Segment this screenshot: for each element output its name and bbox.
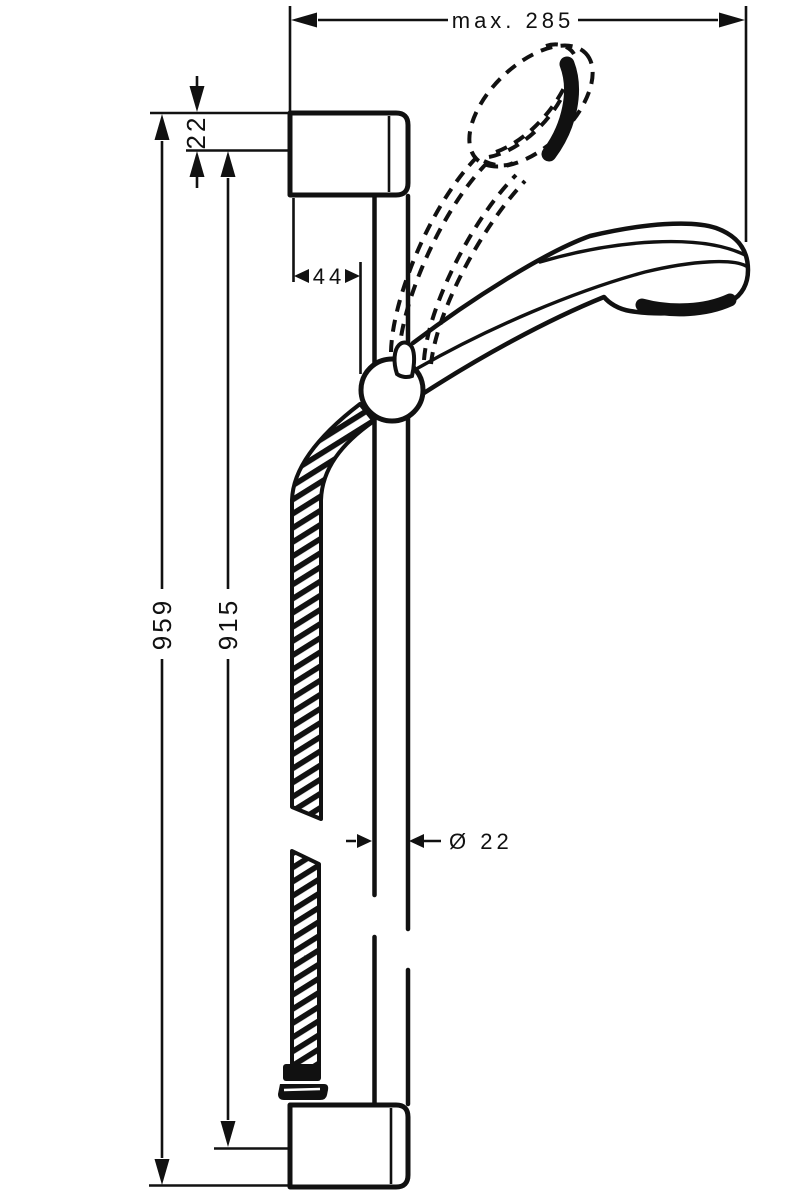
hose-connector [278,1064,329,1100]
arrow-left-icon [291,12,317,28]
extension-line [292,198,362,374]
arrow-up-icon [220,151,236,177]
hose-nut-upper [283,1064,321,1081]
hose-lower-section [290,849,321,1068]
shower-rail [372,193,411,1107]
spray-face [635,293,737,317]
shower-hose [290,402,376,1068]
wall-bracket-top [287,110,411,198]
ghost-handle-line [429,179,527,365]
hand-shower [410,221,751,396]
max-width-label: max. 285 [452,8,575,33]
arrow-left-icon [409,834,424,848]
dimension-wall-to-holder: 44 [292,198,362,374]
dimension-bar-diameter: Ø 22 [346,829,513,854]
ghost-head-stripe [495,81,569,154]
hand-shower-ghost [389,42,595,365]
arrow-right-icon [719,12,745,28]
arrow-left-icon [294,269,309,283]
dimension-top-offset: 22 [150,76,291,188]
arrow-up-icon [189,151,205,177]
wall-to-holder-label: 44 [313,264,345,289]
bar-diameter-label: Ø 22 [449,829,513,854]
handshower-outline [410,221,751,396]
ghost-handle-line [397,161,489,357]
bracket-bottom-body [287,1102,411,1190]
overall-length-label: 959 [147,598,177,650]
ghost-handle-line [389,155,479,353]
hose-nut-highlight [283,1087,321,1092]
hole-spacing-label: 915 [213,598,243,650]
arrow-right-icon [357,834,372,848]
top-offset-label: 22 [181,115,211,150]
dimensions: max. 285 22 959 915 [147,6,748,1187]
arrow-down-icon [220,1121,236,1147]
bracket-top-body [287,110,411,198]
handshower-mid-stripe [416,259,748,370]
handshower-rim-stripe [538,239,747,264]
tick-line [150,111,291,152]
ghost-head-stripe [488,94,565,159]
wall-bracket-bottom [287,1102,411,1190]
extension-line [288,6,748,242]
slider-holder [358,340,426,424]
ghost-head-lip-top [545,42,576,56]
dimension-overall-length: 959 [147,114,290,1187]
ghost-handle-line [422,173,518,361]
arrow-down-icon [154,1159,170,1185]
hose-upper-section [290,402,376,821]
arrow-up-icon [154,114,170,140]
dimension-max-width: max. 285 [288,6,748,242]
arrow-down-icon [189,86,205,112]
arrow-right-icon [345,269,360,283]
dimension-hole-spacing: 915 [213,151,290,1150]
hose-nut-lower [278,1084,329,1100]
ghost-spray-face [541,56,579,162]
holder-clip-cone [392,340,417,380]
ghost-head-lip-bottom [483,159,514,168]
